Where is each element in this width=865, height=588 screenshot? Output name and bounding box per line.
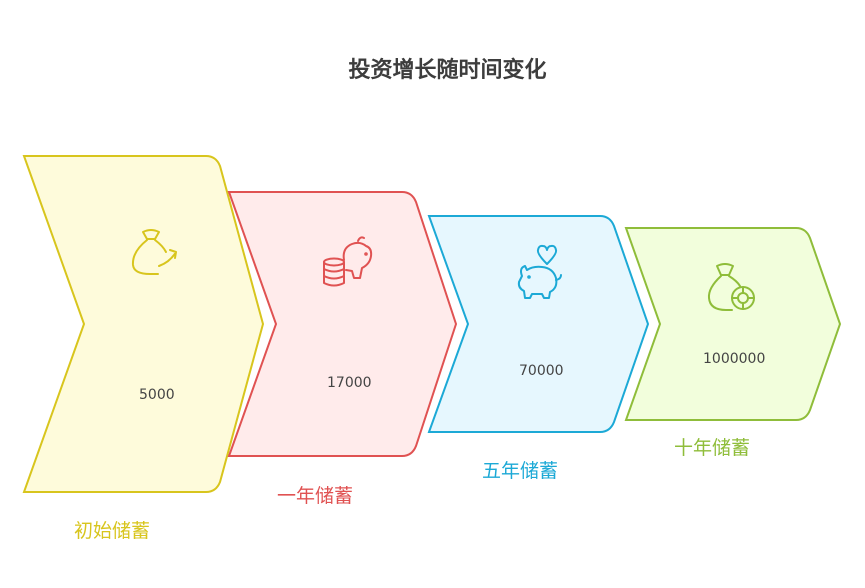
stage-1-value: 5000 xyxy=(139,387,175,403)
piggy-bank-coins-icon xyxy=(323,236,373,287)
stage-4-chevron xyxy=(624,227,842,421)
stage-2-value: 17000 xyxy=(327,375,372,391)
stage-2-label: 一年储蓄 xyxy=(277,485,354,507)
stage-4-label: 十年储蓄 xyxy=(674,437,751,459)
money-bag-arrow-icon xyxy=(131,229,177,275)
stage-3-value: 70000 xyxy=(519,363,564,379)
stage-1-label: 初始储蓄 xyxy=(74,520,151,542)
stage-4-value: 1000000 xyxy=(703,351,766,367)
money-bag-coin-icon xyxy=(707,263,755,311)
stage-1-chevron xyxy=(22,155,265,493)
diagram-title: 投资增长随时间变化 xyxy=(348,58,547,83)
stage-3-chevron xyxy=(427,215,650,433)
stage-2-chevron xyxy=(227,191,458,457)
piggy-bank-heart-icon xyxy=(517,244,562,299)
stage-3-label: 五年储蓄 xyxy=(482,460,559,482)
